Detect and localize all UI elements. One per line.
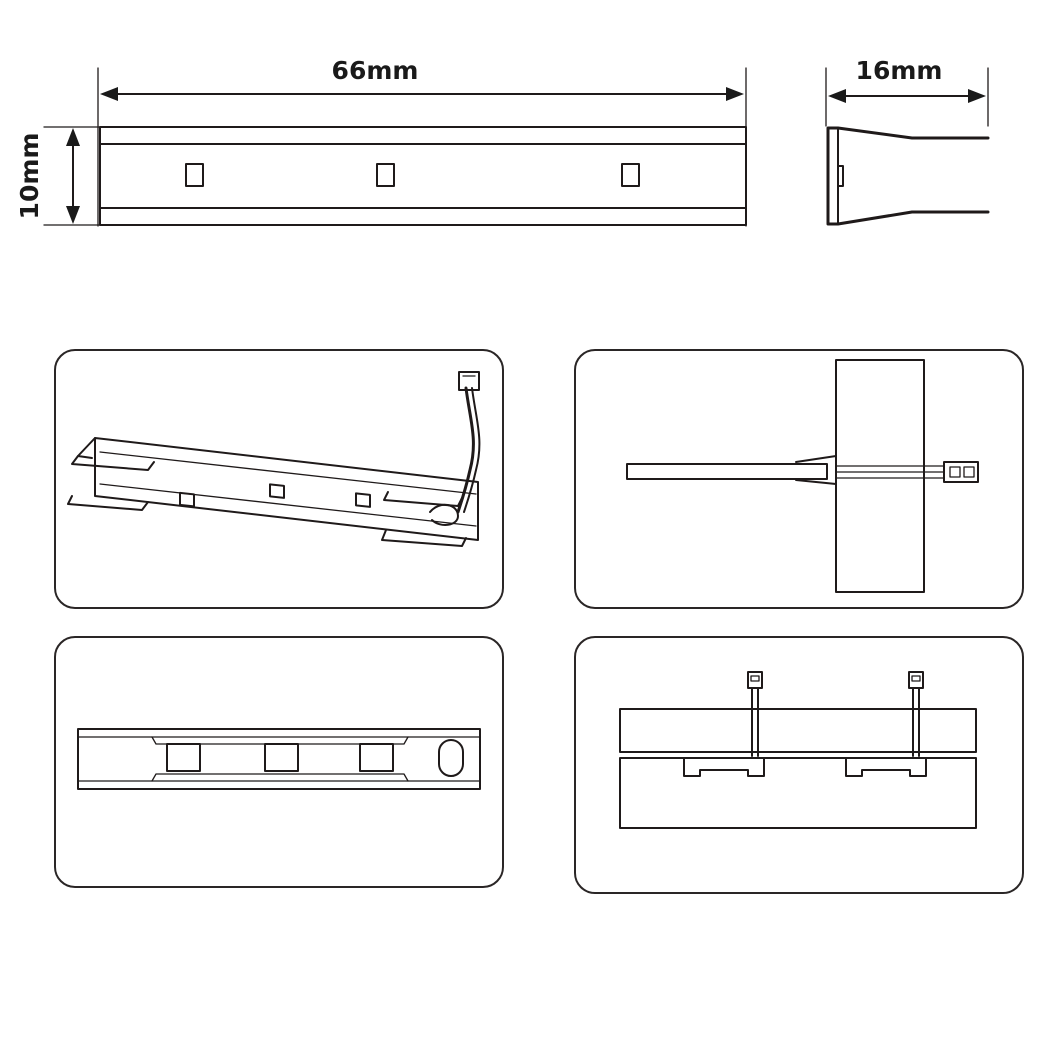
front-view: 66mm 10mm — [15, 56, 747, 227]
length-label: 66mm — [332, 56, 419, 85]
clip-body — [94, 437, 479, 541]
side-view: 16mm — [825, 56, 990, 226]
clip-window — [264, 743, 299, 772]
clip-inner-bottom — [151, 773, 409, 782]
panel-shelf-front — [574, 636, 1024, 894]
connector-detail — [750, 675, 760, 682]
clip-window — [179, 491, 195, 508]
clip-profile-tab — [837, 165, 844, 187]
shelf-clip — [683, 757, 765, 777]
arrow-right-icon — [968, 89, 986, 103]
shelf-top-board — [619, 708, 977, 753]
connector-detail — [963, 466, 975, 478]
connector-detail — [949, 466, 961, 478]
connector-icon — [943, 461, 979, 483]
clip-slot — [438, 739, 464, 777]
arrow-left-icon — [100, 87, 118, 101]
clip-cable-hole — [429, 503, 459, 526]
clip-tab-bottom-left — [67, 495, 149, 511]
connector-icon — [747, 671, 763, 689]
connector-icon — [908, 671, 924, 689]
clip-window — [621, 163, 640, 187]
clip-window — [269, 483, 285, 499]
panel-frame — [54, 349, 504, 609]
clip-lower-rail — [99, 483, 477, 527]
clip-window — [166, 743, 201, 772]
panel-isometric-clip — [54, 349, 504, 609]
panel-clip-flat — [54, 636, 504, 888]
cable-edge — [463, 387, 481, 513]
clip-tab-bottom-right — [381, 529, 467, 547]
light-strip — [626, 463, 828, 480]
shelf-clip — [845, 757, 927, 777]
panel-shelf-side — [574, 349, 1024, 609]
clip-outline — [77, 728, 481, 790]
panel-frame — [574, 636, 1024, 894]
clip-front-outline — [99, 126, 747, 226]
shelf-bottom-board — [619, 757, 977, 829]
clip-window — [376, 163, 395, 187]
clip-window — [359, 743, 394, 772]
panel-frame — [54, 636, 504, 888]
clip-tab-top-left — [71, 455, 155, 471]
arrow-right-icon — [726, 87, 744, 101]
clip-profile-outline — [826, 126, 990, 226]
height-label: 10mm — [15, 133, 44, 220]
arrow-down-icon — [66, 206, 80, 224]
arrow-up-icon — [66, 128, 80, 146]
clip-window — [185, 163, 204, 187]
clip-upper-rail — [99, 451, 477, 495]
connector-detail — [911, 675, 921, 682]
arrow-left-icon — [828, 89, 846, 103]
width-label: 16mm — [856, 56, 943, 85]
clip-side — [795, 455, 837, 485]
clip-tab-top-right — [383, 491, 463, 507]
connector-icon — [458, 371, 480, 391]
clip-window — [355, 492, 371, 508]
